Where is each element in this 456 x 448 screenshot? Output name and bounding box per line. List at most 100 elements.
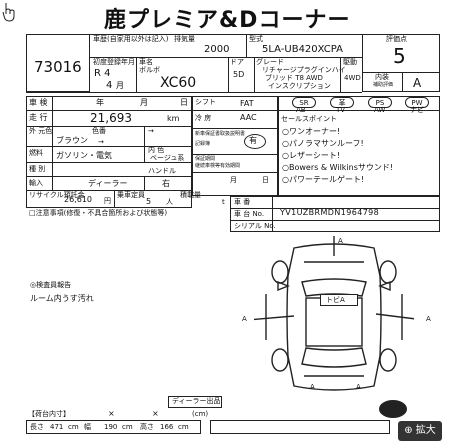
inspector-comment: ルーム内うす汚れ [30,294,94,303]
first-reg-month-unit: 月 [116,81,124,90]
dealer-listing-label: ディーラー出品 [172,397,221,405]
recycle-unit: 円 [104,197,111,205]
dimensions-unit: (cm) [192,410,209,418]
ac-value: AAC [240,113,257,122]
grade-line-1: リチャージプラグインハイ [262,66,346,74]
displacement-value: 2000 [204,44,230,55]
length-value: 471 [50,423,64,431]
first-reg-year: R 4 [94,68,111,79]
recycle-value: 26,610 [64,195,92,204]
option-aw: AW [374,106,386,114]
first-reg-label: 初度登録年月 [93,58,135,66]
inspector-stamp-icon [379,400,407,418]
shift-value: FAT [240,99,254,108]
lot-number: 73016 [34,58,82,76]
import-label: 輸入 [29,179,43,187]
lot-box [26,34,90,92]
warranty-period-label: 継続車検等有効期間 [195,163,241,169]
make-label: 車名 [139,58,153,66]
displacement-label: 排気量 [174,35,195,43]
recycle-label: リサイクル預託金 [29,191,85,199]
load-label: 積載量 [180,191,201,199]
sheet-title: 鹿プレミア&Dコーナー [104,8,351,33]
center-mark-box [320,294,358,306]
serial-label: シリアル No. [234,222,276,230]
capacity-label: 乗車定員 [117,191,145,199]
grade-label: グレード [256,58,284,66]
model-value: 5LA-UB420XCPA [262,44,343,55]
shift-label: シフト [195,98,216,106]
option-tv: TV [336,106,346,114]
height-value: 166 [160,423,174,431]
color-change: → [98,138,104,146]
chassis-label: 車 台 No. [234,210,265,218]
register-label: 車 番 [234,198,251,206]
inspection-label: 車 検 [29,98,48,107]
zoom-button[interactable]: ⊕ 拡大 [398,421,442,441]
warranty-label: 保証期間 [195,156,216,162]
mark-left: A [242,315,247,323]
import-value: ディーラー [88,179,128,188]
ac-label: 冷 房 [195,114,212,122]
interior-grade: A [413,76,422,90]
inner-color-label: 内 色 [148,146,165,154]
rating-label: 評価点 [386,35,407,43]
option-leather: 革 [330,97,354,108]
width-value: 190 [104,423,118,431]
mark-bottom-right: A [356,383,361,391]
color-name: ブラウン [56,136,88,145]
car-name: XC60 [160,75,197,91]
handle-value: 右 [162,179,170,188]
color-no-label: 色番 [92,127,106,135]
model-label: 型式 [249,35,263,43]
option-sr: SR [292,97,316,108]
mileage-unit: km [167,114,180,123]
grade-line-3: インスクリプション [268,82,331,90]
capacity-unit: 人 [166,198,173,206]
sales-point-4: ○Bowers & Wilkinsサウンド! [282,163,394,172]
sales-point-3: ○レザーシート! [282,151,341,160]
make-value: ボルボ [139,66,160,74]
stamp-row [210,420,390,434]
info-block [26,96,192,208]
rating-value: 5 [393,44,406,68]
type-label: 種 別 [29,165,46,173]
options-block [278,96,440,196]
sales-point-2: ○パノラマサンルーフ! [282,139,364,148]
mark-center: トビA [326,296,345,304]
record-label: 記録簿 [195,141,211,147]
handle-label: ハンドル [148,167,176,175]
mark-top: A [338,237,343,245]
grade-line-2: ブリッド T8 AWD [265,74,323,82]
dimensions-row [26,420,201,434]
interior-label: 内装 [375,73,389,81]
dimensions-label: 【荷台内寸】 [28,410,70,418]
option-ab: AB [296,106,306,114]
mark-right: A [426,315,431,323]
first-reg-month: 4 [106,80,113,91]
history-label: 車歴(自家用以外は記入) [93,35,169,43]
damage-diagram [254,236,414,391]
manual-label: 新車保証書取扱説明書 [195,131,246,137]
mileage-label: 走 行 [29,113,48,122]
hand-cursor-icon [2,3,15,22]
dealer-listing-box [168,396,222,408]
load-unit: t [222,198,225,206]
outer-color-label: 外 元色 [29,127,53,135]
sales-point-5: ○パワーテールゲート! [282,175,365,184]
rating-box [362,34,440,92]
fuel-value: ガソリン・電気 [56,151,112,160]
sales-point-1: ○ワンオーナー! [282,127,341,136]
doors-label: ドア [230,58,244,66]
capacity-value: 5 [146,197,152,206]
sales-points-label: セールスポイント [281,115,337,123]
doors-value: 5D [233,70,245,79]
inner-color-value: ベージュ系 [150,154,185,162]
interior-sub-label: 補助評価 [373,82,394,88]
drive-label: 駆動 [343,58,357,66]
fuel-label: 燃料 [29,149,43,157]
chassis-value: YV1UZBRMDN1964798 [280,208,380,217]
mileage-value: 21,693 [90,111,132,125]
color-number-box: → [148,127,154,135]
drive-value: 4WD [344,74,361,82]
